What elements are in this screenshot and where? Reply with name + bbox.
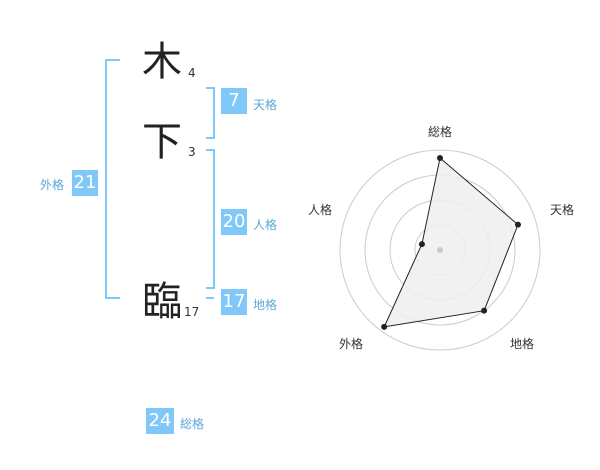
name-char-3: 臨 [142, 279, 182, 325]
name-char-3-strokes: 17 [184, 305, 200, 319]
soukaku-value: 24 [146, 408, 174, 434]
radar-point [481, 307, 488, 314]
radar-axis-label-soukaku: 総格 [428, 125, 453, 139]
radar-axis-label-chikaku: 地格 [510, 337, 535, 351]
radar-polygon [383, 157, 519, 328]
radar-point [514, 221, 521, 228]
outer-bracket [105, 59, 120, 299]
name-char-1-strokes: 4 [188, 66, 196, 80]
radar-point [418, 241, 425, 248]
radar-center [437, 247, 443, 253]
tenkaku-label: 天格 [253, 98, 278, 112]
tenkaku-value: 7 [221, 88, 247, 114]
chikaku-label: 地格 [253, 298, 278, 312]
gaikaku-value: 21 [72, 170, 98, 196]
radar-axis-label-tenkaku: 天格 [550, 203, 575, 217]
radar-ring [339, 149, 541, 351]
jinkaku-value: 20 [221, 209, 247, 235]
gaikaku-label: 外格 [40, 178, 65, 192]
radar-point [381, 323, 388, 330]
chikaku-value: 17 [221, 289, 247, 315]
soukaku-label: 総格 [180, 417, 205, 431]
tenkaku-bracket [206, 87, 215, 139]
jinkaku-bracket [206, 149, 215, 289]
radar-axis-label-jinkaku: 人格 [308, 203, 333, 217]
jinkaku-label: 人格 [253, 218, 278, 232]
radar-points [381, 155, 521, 330]
name-char-2-strokes: 3 [188, 145, 196, 159]
name-char-1: 木 [142, 39, 182, 85]
name-char-2: 下 [142, 119, 182, 165]
radar-axis-label-gaikaku: 外格 [339, 337, 364, 351]
radar-point [437, 155, 443, 161]
